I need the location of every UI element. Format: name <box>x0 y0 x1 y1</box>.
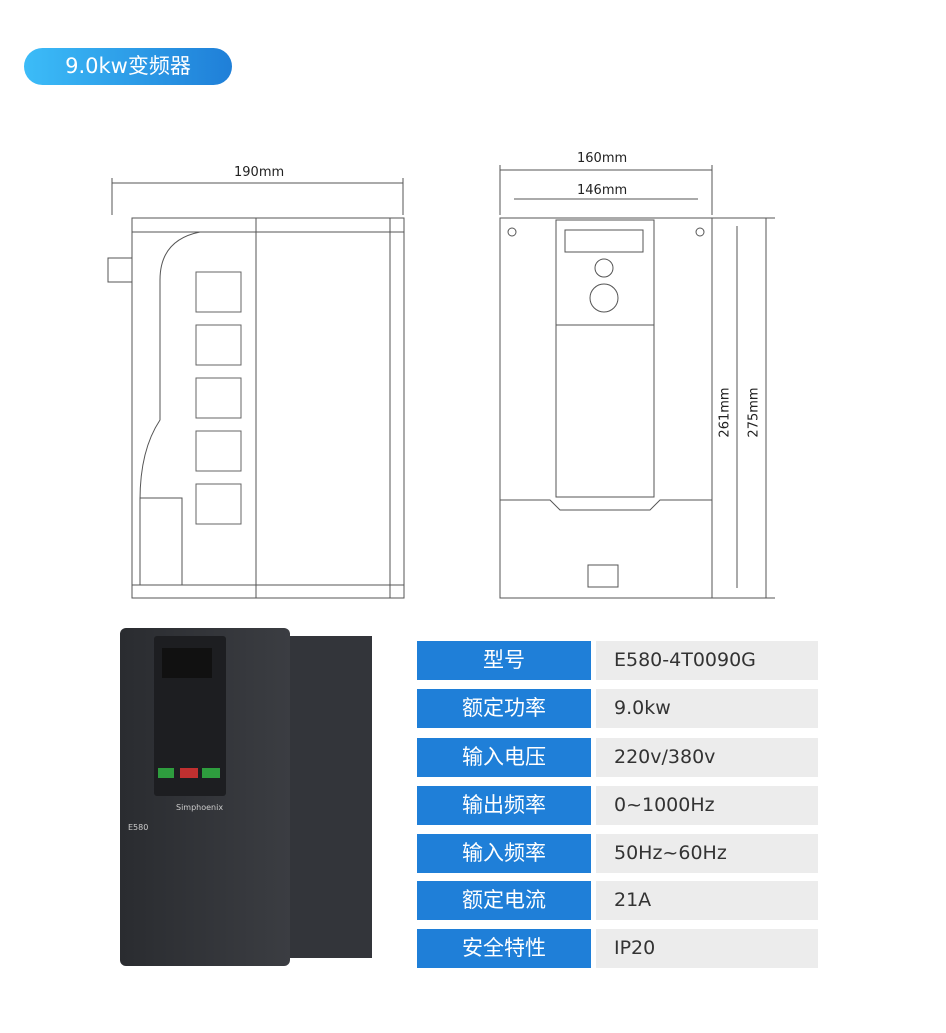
spec-label: 额定功率 <box>417 689 591 728</box>
spec-value: 50Hz~60Hz <box>596 834 818 873</box>
title-badge: 9.0kw变频器 <box>24 48 232 85</box>
product-brand: Simphoenix <box>176 803 224 812</box>
front-outer-width-label: 160mm <box>577 151 628 166</box>
product-photo: Simphoenix E580 <box>110 628 375 966</box>
outer-height-label: 275mm <box>746 387 762 438</box>
spec-label: 额定电流 <box>417 881 591 920</box>
spec-value: 220v/380v <box>596 738 818 777</box>
front-inner-width-label: 146mm <box>577 183 628 198</box>
side-width-label: 190mm <box>234 165 285 180</box>
spec-value: 21A <box>596 881 818 920</box>
side-view-drawing <box>107 178 405 599</box>
inner-height-label: 261mm <box>717 387 733 438</box>
spec-label: 输出频率 <box>417 786 591 825</box>
spec-label: 输入频率 <box>417 834 591 873</box>
front-view-drawing <box>499 165 775 599</box>
spec-label: 输入电压 <box>417 738 591 777</box>
spec-label: 安全特性 <box>417 929 591 968</box>
spec-label: 型号 <box>417 641 591 680</box>
spec-value: E580-4T0090G <box>596 641 818 680</box>
spec-value: 9.0kw <box>596 689 818 728</box>
spec-value: 0~1000Hz <box>596 786 818 825</box>
spec-value: IP20 <box>596 929 818 968</box>
product-model: E580 <box>128 823 149 832</box>
